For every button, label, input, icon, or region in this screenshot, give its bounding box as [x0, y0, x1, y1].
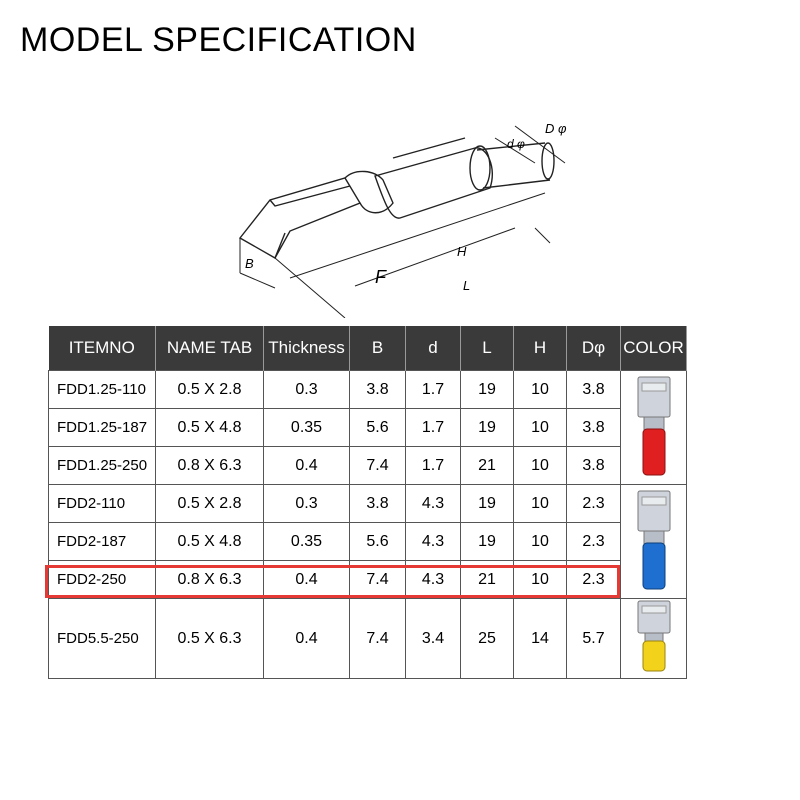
- cell-d: 1.7: [405, 408, 461, 447]
- header-b: B: [349, 326, 406, 371]
- header-itemno: ITEMNO: [48, 326, 156, 371]
- color-cell-yellow: [620, 598, 687, 679]
- dim-label-d: d φ: [507, 137, 525, 151]
- cell-name-tab: 0.5 X 2.8: [155, 370, 264, 409]
- cell-b: 3.8: [349, 370, 406, 409]
- cell-thickness: 0.35: [263, 408, 350, 447]
- cell-thickness: 0.3: [263, 484, 350, 523]
- table-row: FDD5.5-250 0.5 X 6.3 0.4 7.4 3.4 25 14 5…: [48, 598, 687, 679]
- cell-h: 10: [513, 446, 567, 485]
- cell-h: 10: [513, 522, 567, 561]
- cell-name-tab: 0.5 X 4.8: [155, 408, 264, 447]
- spec-table: ITEMNO NAME TAB Thickness B d L H Dφ COL…: [48, 326, 687, 679]
- cell-itemno: FDD1.25-187: [48, 408, 156, 447]
- cell-itemno: FDD1.25-110: [48, 370, 156, 409]
- dim-label-F: F: [375, 267, 387, 287]
- cell-name-tab: 0.8 X 6.3: [155, 560, 264, 599]
- cell-l: 21: [460, 446, 514, 485]
- table-row: FDD1.25-250 0.8 X 6.3 0.4 7.4 1.7 21 10 …: [48, 446, 687, 485]
- page-title: MODEL SPECIFICATION: [20, 21, 417, 59]
- header-thickness: Thickness: [263, 326, 350, 371]
- cell-name-tab: 0.5 X 4.8: [155, 522, 264, 561]
- table-row: FDD1.25-110 0.5 X 2.8 0.3 3.8 1.7 19 10 …: [48, 370, 687, 485]
- cell-itemno: FDD2-250: [48, 560, 156, 599]
- cell-l: 21: [460, 560, 514, 599]
- header-color: COLOR: [620, 326, 687, 371]
- cell-d: 3.4: [405, 598, 461, 679]
- table-header-row: ITEMNO NAME TAB Thickness B d L H Dφ COL…: [48, 326, 687, 371]
- red-terminal-icon: [637, 376, 670, 476]
- cell-l: 19: [460, 370, 514, 409]
- cell-b: 5.6: [349, 408, 406, 447]
- cell-b: 7.4: [349, 560, 406, 599]
- table-row-highlighted: FDD2-250 0.8 X 6.3 0.4 7.4 4.3 21 10 2.3: [48, 560, 687, 599]
- cell-thickness: 0.3: [263, 370, 350, 409]
- cell-dphi: 3.8: [566, 446, 621, 485]
- blue-sleeve: [642, 542, 665, 590]
- cell-itemno: FDD2-110: [48, 484, 156, 523]
- cell-h: 10: [513, 484, 567, 523]
- table-row: FDD1.25-187 0.5 X 4.8 0.35 5.6 1.7 19 10…: [48, 408, 687, 447]
- cell-d: 4.3: [405, 522, 461, 561]
- cell-itemno: FDD5.5-250: [48, 598, 156, 679]
- cell-itemno: FDD2-187: [48, 522, 156, 561]
- cell-dphi: 3.8: [566, 408, 621, 447]
- color-cell-red: [620, 370, 687, 485]
- cell-d: 1.7: [405, 446, 461, 485]
- cell-h: 10: [513, 370, 567, 409]
- cell-thickness: 0.4: [263, 446, 350, 485]
- blue-terminal-icon: [637, 490, 670, 590]
- cell-dphi: 3.8: [566, 370, 621, 409]
- cell-l: 19: [460, 408, 514, 447]
- cell-dphi: 2.3: [566, 484, 621, 523]
- cell-thickness: 0.35: [263, 522, 350, 561]
- cell-h: 10: [513, 408, 567, 447]
- cell-h: 10: [513, 560, 567, 599]
- cell-l: 25: [460, 598, 514, 679]
- cell-b: 7.4: [349, 446, 406, 485]
- cell-thickness: 0.4: [263, 598, 350, 679]
- cell-thickness: 0.4: [263, 560, 350, 599]
- cell-b: 3.8: [349, 484, 406, 523]
- cell-dphi: 2.3: [566, 522, 621, 561]
- cell-d: 1.7: [405, 370, 461, 409]
- header-dphi: Dφ: [566, 326, 621, 371]
- terminal-tab: [238, 177, 362, 259]
- cell-h: 14: [513, 598, 567, 679]
- cell-name-tab: 0.5 X 2.8: [155, 484, 264, 523]
- dim-label-L: L: [463, 278, 470, 293]
- table-row: FDD2-110 0.5 X 2.8 0.3 3.8 4.3 19 10 2.3: [48, 484, 687, 599]
- cell-d: 4.3: [405, 560, 461, 599]
- header-l: L: [460, 326, 514, 371]
- cell-name-tab: 0.5 X 6.3: [155, 598, 264, 679]
- cell-l: 19: [460, 484, 514, 523]
- cell-b: 7.4: [349, 598, 406, 679]
- cell-itemno: FDD1.25-250: [48, 446, 156, 485]
- terminal-dimension-drawing: D φ d φ H F L B: [238, 121, 567, 318]
- cell-l: 19: [460, 522, 514, 561]
- yellow-terminal-icon: [637, 600, 670, 672]
- dim-label-B: B: [245, 256, 254, 271]
- header-h: H: [513, 326, 567, 371]
- terminal-sleeve: [374, 147, 493, 219]
- cell-d: 4.3: [405, 484, 461, 523]
- red-sleeve: [642, 428, 665, 476]
- dim-label-D: D φ: [545, 121, 567, 136]
- cell-b: 5.6: [349, 522, 406, 561]
- dim-label-H: H: [457, 244, 467, 259]
- table-row: FDD2-187 0.5 X 4.8 0.35 5.6 4.3 19 10 2.…: [48, 522, 687, 561]
- cell-name-tab: 0.8 X 6.3: [155, 446, 264, 485]
- yellow-sleeve: [642, 640, 665, 672]
- header-d: d: [405, 326, 461, 371]
- header-name-tab: NAME TAB: [155, 326, 264, 371]
- color-cell-blue: [620, 484, 687, 599]
- cell-dphi: 5.7: [566, 598, 621, 679]
- cell-dphi: 2.3: [566, 560, 621, 599]
